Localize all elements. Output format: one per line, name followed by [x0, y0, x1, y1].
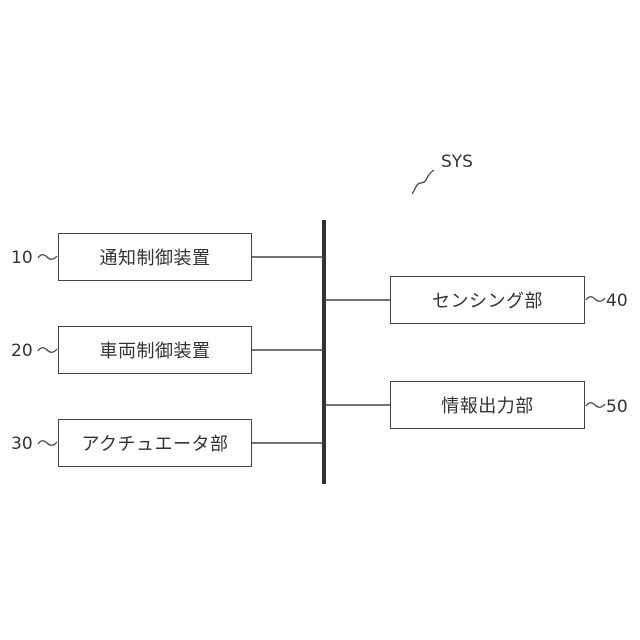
ref-tilde-50: [586, 403, 605, 408]
ref-number-50: 50: [606, 397, 628, 417]
block-notification-controller: 通知制御装置: [58, 233, 252, 281]
block-label: 情報出力部: [441, 392, 534, 418]
ref-tilde-30: [38, 441, 57, 446]
sys-leader-line: [412, 170, 434, 194]
block-label: アクチュエータ部: [81, 430, 228, 456]
system-label: SYS: [441, 152, 473, 172]
block-information-output-unit: 情報出力部: [390, 381, 585, 429]
ref-tilde-20: [38, 348, 57, 353]
ref-number-10: 10: [11, 248, 33, 268]
block-actuator-unit: アクチュエータ部: [58, 419, 252, 467]
block-label: 通知制御装置: [100, 244, 211, 270]
ref-number-30: 30: [11, 434, 33, 454]
ref-tilde-40: [586, 297, 605, 302]
ref-tilde-10: [38, 255, 57, 260]
block-label: センシング部: [432, 287, 543, 313]
ref-number-20: 20: [11, 341, 33, 361]
block-label: 車両制御装置: [100, 337, 211, 363]
ref-number-40: 40: [606, 291, 628, 311]
block-sensing-unit: センシング部: [390, 276, 585, 324]
block-vehicle-controller: 車両制御装置: [58, 326, 252, 374]
